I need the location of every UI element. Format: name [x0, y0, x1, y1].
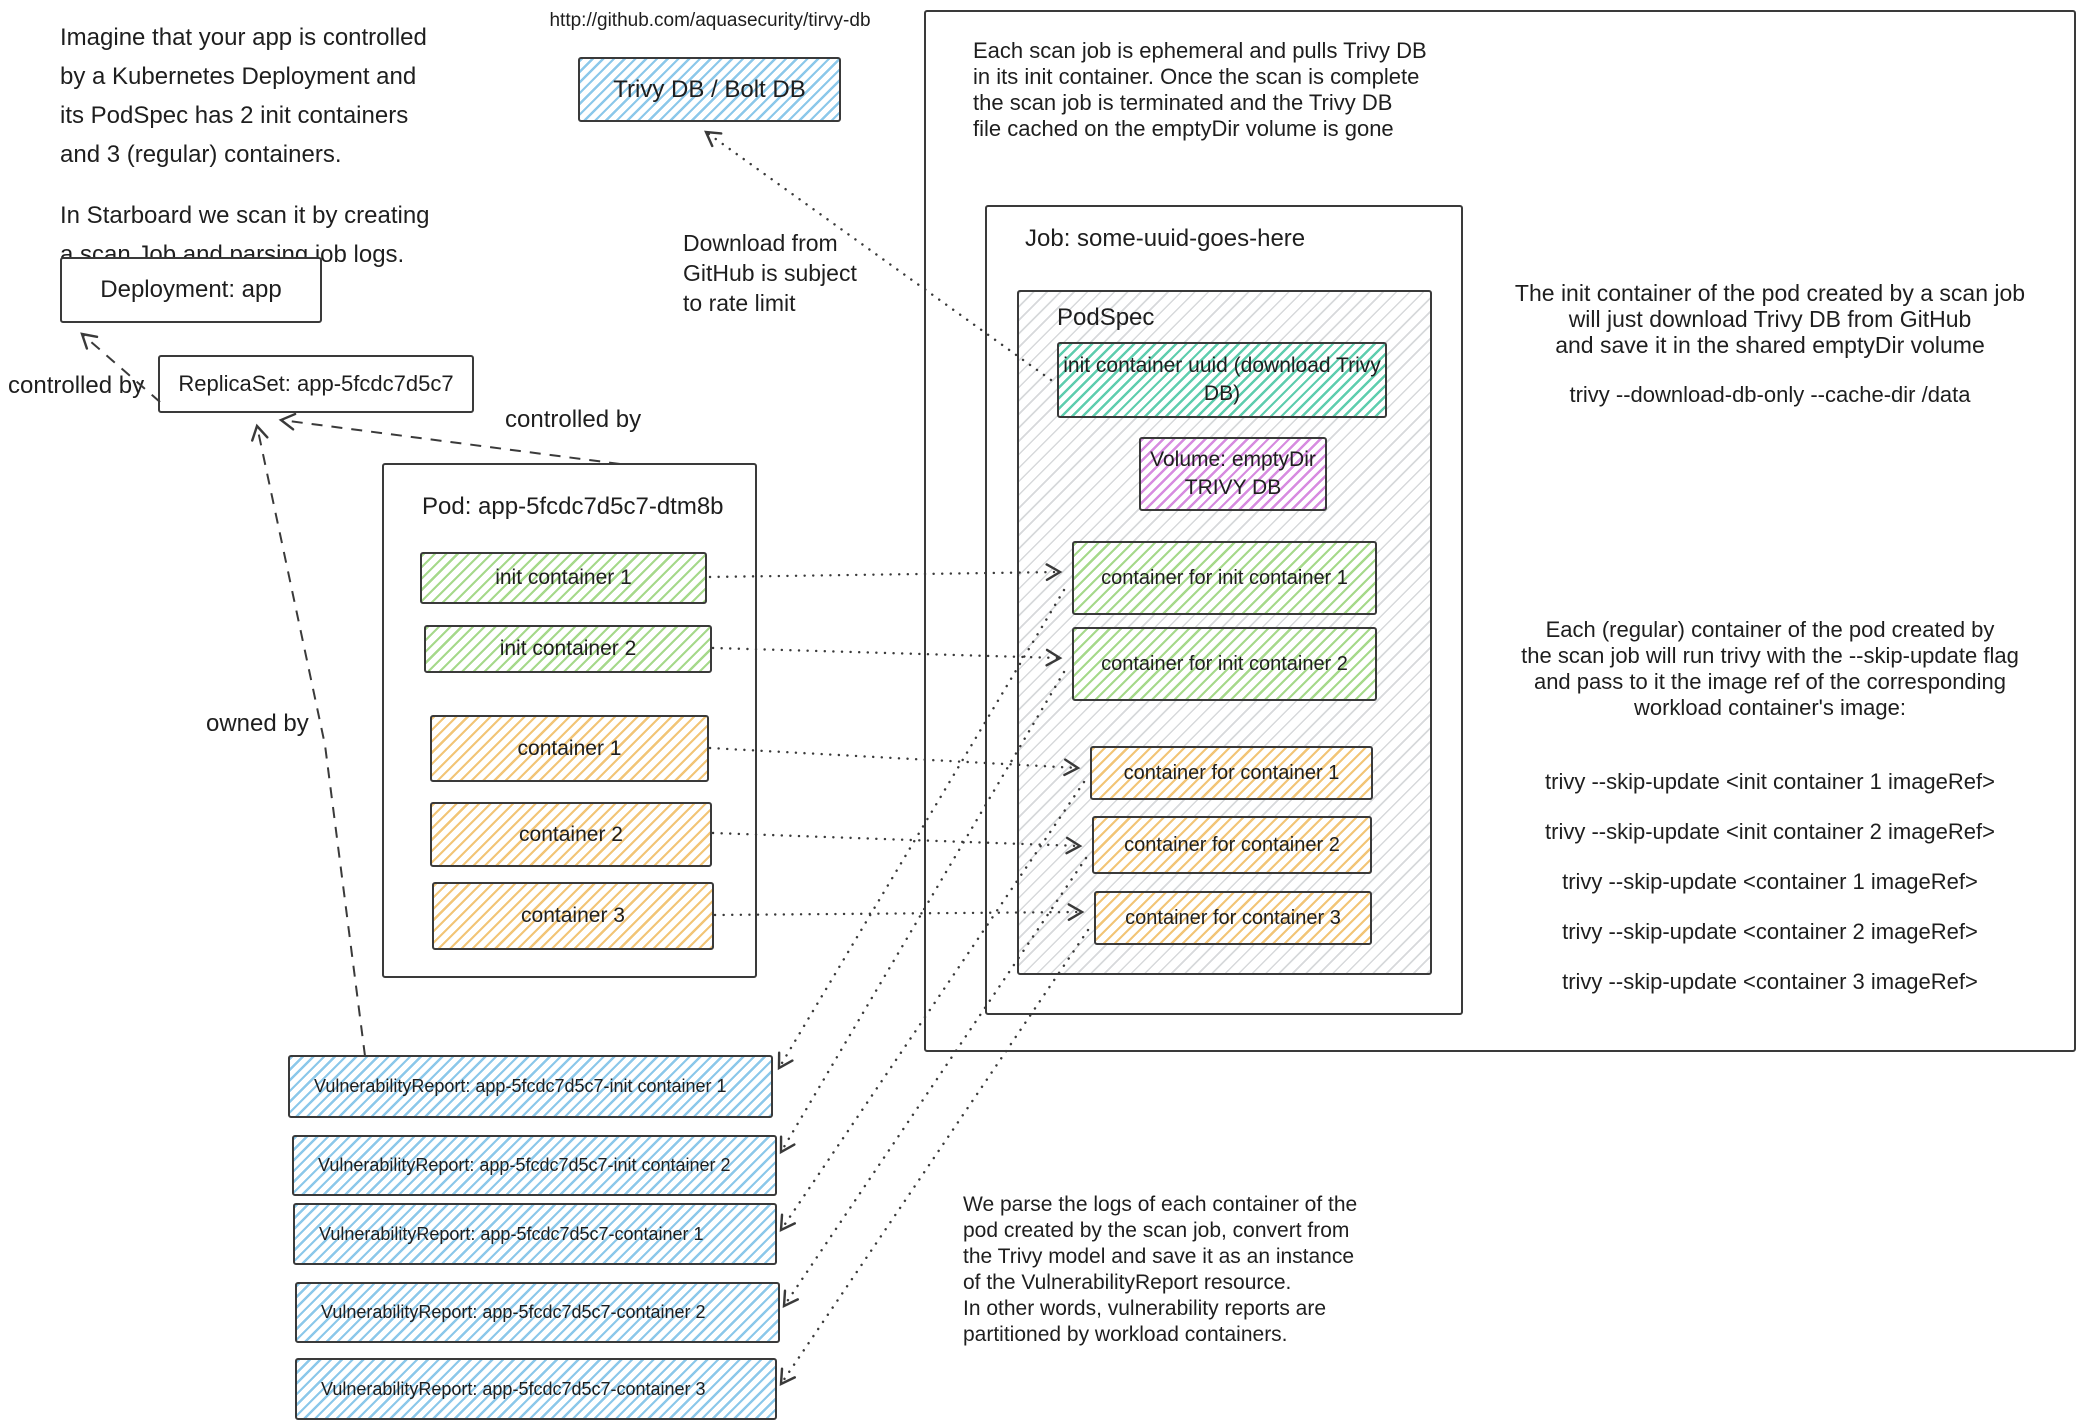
- job-container-for-init-1: container for init container 1: [1072, 541, 1377, 615]
- scan-job-ephemeral-note: Each scan job is ephemeral and pulls Tri…: [973, 38, 1427, 141]
- regular-container-note: Each (regular) container of the pod crea…: [1521, 617, 2019, 720]
- podspec-node: PodSpec init container uuid (download Tr…: [1017, 290, 1432, 975]
- vulnerability-report-5: VulnerabilityReport: app-5fcdc7d5c7-cont…: [295, 1358, 777, 1420]
- pod-container-3: container 3: [432, 882, 714, 950]
- scan-job-panel: [924, 10, 2076, 1052]
- trivy-scan-command-2: trivy --skip-update <init container 2 im…: [1545, 819, 1995, 844]
- github-url-label: http://github.com/aquasecurity/tirvy-db: [549, 10, 871, 31]
- trivy-scan-command-3: trivy --skip-update <container 1 imageRe…: [1562, 869, 1978, 894]
- pod-title: Pod: app-5fcdc7d5c7-dtm8b: [422, 493, 724, 520]
- controlled-by-label-replicaset: controlled by: [505, 406, 642, 433]
- job-container-for-container-3: container for container 3: [1094, 891, 1372, 945]
- trivy-scan-command-4: trivy --skip-update <container 2 imageRe…: [1562, 919, 1978, 944]
- trivy-db-node: Trivy DB / Bolt DB: [578, 57, 841, 122]
- controlled-by-label-deployment: controlled by: [8, 372, 145, 399]
- replicaset-node: ReplicaSet: app-5fcdc7d5c7: [158, 355, 474, 413]
- parse-logs-note: We parse the logs of each container of t…: [963, 1193, 1358, 1346]
- vulnerability-report-3: VulnerabilityReport: app-5fcdc7d5c7-cont…: [293, 1203, 777, 1265]
- trivy-download-command: trivy --download-db-only --cache-dir /da…: [1569, 382, 1971, 407]
- job-title: Job: some-uuid-goes-here: [1025, 225, 1306, 252]
- job-node: Job: some-uuid-goes-here PodSpec init co…: [985, 205, 1463, 1015]
- pod-init-container-2: init container 2: [424, 625, 712, 673]
- job-container-for-container-1: container for container 1: [1090, 746, 1373, 800]
- pod-container-2: container 2: [430, 802, 712, 867]
- job-container-for-container-2: container for container 2: [1092, 816, 1372, 874]
- podspec-title: PodSpec: [1057, 304, 1155, 331]
- pod-container-1: container 1: [430, 715, 709, 782]
- trivy-scan-command-5: trivy --skip-update <container 3 imageRe…: [1562, 969, 1978, 994]
- owned-by-label: owned by: [206, 710, 309, 737]
- deployment-node: Deployment: app: [60, 257, 322, 323]
- rate-limit-note: Download from GitHub is subject to rate …: [683, 230, 857, 316]
- intro-note: Imagine that your app is controlled by a…: [60, 24, 427, 168]
- connector-report-to-replicaset-owned-by: [251, 423, 366, 1057]
- trivy-scan-command-1: trivy --skip-update <init container 1 im…: [1545, 769, 1995, 794]
- trivy-scan-commands: trivy --skip-update <init container 1 im…: [1460, 744, 2080, 1019]
- pod-node: Pod: app-5fcdc7d5c7-dtm8b init container…: [382, 463, 757, 978]
- job-init-container-node: init container uuid (download Trivy DB): [1057, 342, 1387, 418]
- vulnerability-report-4: VulnerabilityReport: app-5fcdc7d5c7-cont…: [295, 1282, 780, 1343]
- job-container-for-init-2: container for init container 2: [1072, 627, 1377, 701]
- job-volume-node: Volume: emptyDir TRIVY DB: [1139, 437, 1327, 511]
- vulnerability-report-1: VulnerabilityReport: app-5fcdc7d5c7-init…: [288, 1055, 773, 1118]
- init-container-note: The init container of the pod created by…: [1514, 280, 2026, 358]
- pod-init-container-1: init container 1: [420, 552, 707, 604]
- vulnerability-report-2: VulnerabilityReport: app-5fcdc7d5c7-init…: [292, 1135, 777, 1196]
